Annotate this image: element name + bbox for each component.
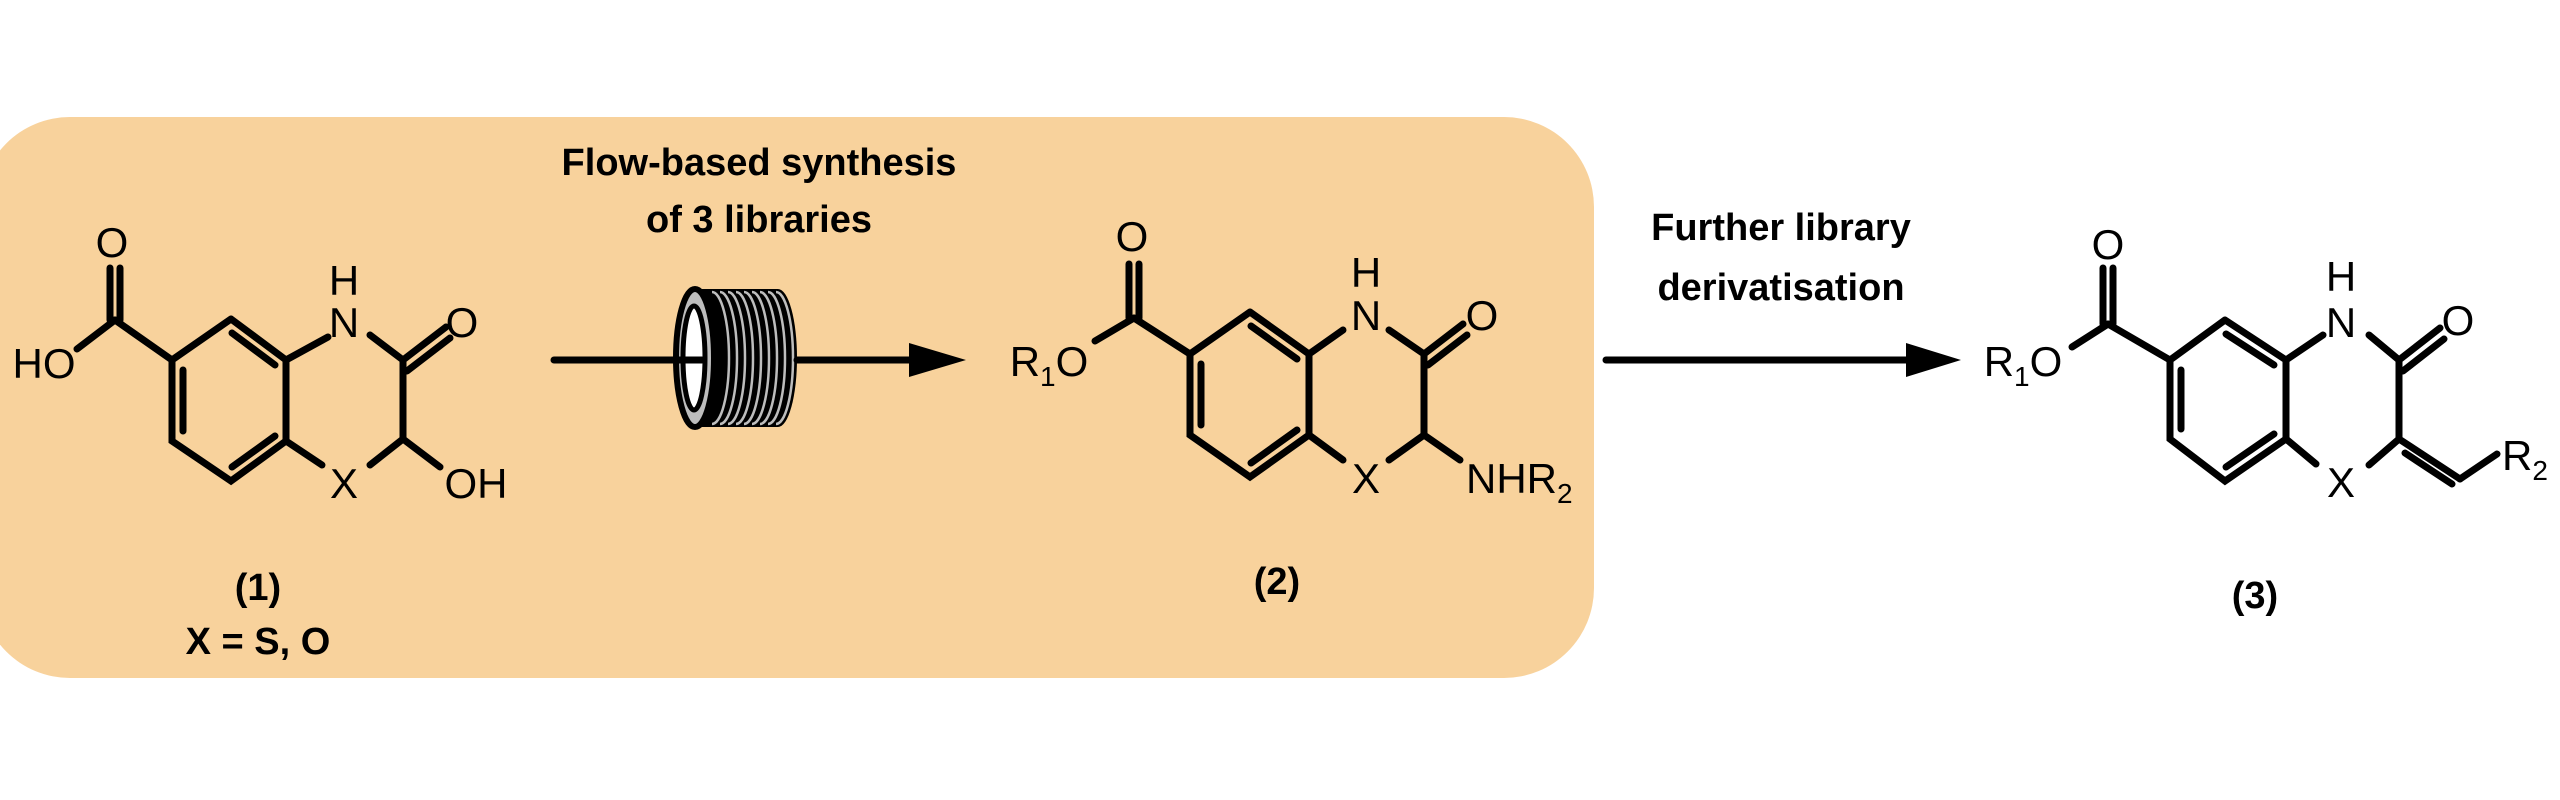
atom-label: H	[1351, 249, 1381, 296]
atom-label: NHR2	[1466, 455, 1573, 509]
flow-coil-reactor-icon	[672, 286, 814, 430]
compound-3-label: (3)	[2232, 575, 2278, 617]
atom-label: O	[1116, 213, 1149, 260]
atom-label: R1O	[1010, 338, 1089, 392]
step-1-caption-line-1: Flow-based synthesis	[562, 142, 957, 184]
compound-2-label: (2)	[1254, 561, 1300, 603]
compound-1-note: X = S, O	[186, 621, 331, 663]
atom-label: X	[330, 460, 358, 507]
compound-3-structure: R1O O H N O X R2	[1984, 221, 2548, 506]
step-1-caption-line-2: of 3 libraries	[646, 199, 872, 241]
atom-label: X	[1352, 455, 1380, 502]
flow-synthesis-panel	[0, 117, 1594, 678]
compound-2-structure: R1O O H N O X NHR2	[1010, 213, 1573, 509]
atom-label: O	[96, 219, 129, 266]
atom-label: HO	[13, 340, 76, 387]
atom-label: R1O	[1984, 338, 2063, 392]
atom-label: H	[2326, 253, 2356, 300]
atom-label: O	[2092, 221, 2125, 268]
atom-label: N	[1351, 292, 1381, 339]
atom-label: O	[1466, 292, 1499, 339]
compound-1-structure: O HO H N O X OH	[13, 219, 508, 507]
step-2-arrow	[1602, 343, 1961, 377]
atom-label: O	[2442, 297, 2475, 344]
atom-label: N	[2326, 299, 2356, 346]
atom-label: R2	[2502, 432, 2548, 486]
atom-label: X	[2327, 459, 2355, 506]
atom-label: OH	[445, 460, 508, 507]
step-2-caption-line-2: derivatisation	[1657, 267, 1904, 309]
step-2-caption-line-1: Further library	[1651, 207, 1911, 249]
compound-1-label: (1)	[235, 567, 281, 609]
atom-label: O	[446, 299, 479, 346]
atom-label: H	[329, 257, 359, 304]
atom-label: N	[329, 299, 359, 346]
